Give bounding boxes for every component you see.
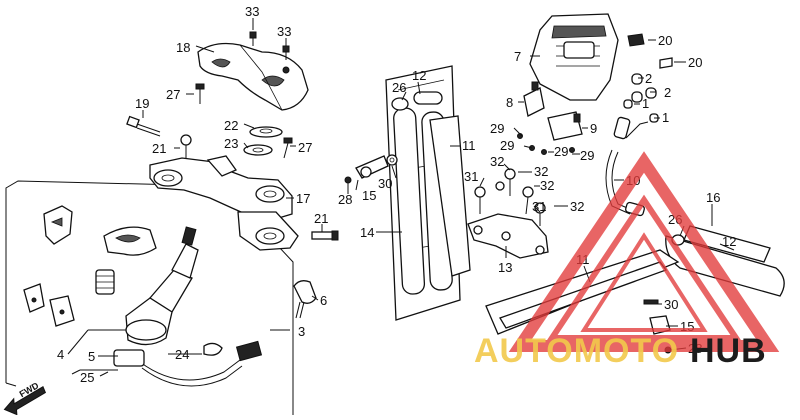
callout-2a: 2 — [645, 71, 652, 86]
callout-7: 7 — [514, 49, 521, 64]
bracket-8-part — [523, 81, 545, 117]
bolt-27b-part — [283, 137, 293, 159]
bracket-9-part — [547, 111, 583, 141]
watermark-triangle-logo — [508, 151, 780, 352]
callout-1b: 1 — [662, 110, 669, 125]
top-bridge-part — [149, 155, 299, 251]
washer-23-part — [243, 144, 273, 156]
watermark-text-hub: HUB — [690, 332, 767, 370]
callout-1a: 1 — [642, 96, 649, 111]
ignition-cover-parts — [43, 205, 157, 256]
callout-8: 8 — [506, 95, 513, 110]
leader-lines-left — [67, 18, 323, 377]
callout-29c: 29 — [554, 144, 568, 159]
callout-33b: 33 — [277, 24, 291, 39]
callout-22: 22 — [224, 118, 238, 133]
callout-30a: 30 — [378, 176, 392, 191]
callout-26a: 26 — [392, 80, 406, 95]
callout-29b: 29 — [500, 138, 514, 153]
callout-4: 4 — [57, 347, 64, 362]
leader-lines-right — [479, 39, 735, 351]
callout-18: 18 — [176, 40, 190, 55]
callout-24: 24 — [175, 347, 189, 362]
callout-19: 19 — [135, 96, 149, 111]
callout-11a: 11 — [462, 138, 476, 153]
screw-28-part — [344, 176, 352, 194]
callout-27a: 27 — [166, 87, 180, 102]
small-fittings-20-part — [627, 33, 673, 69]
watermark-text-automoto: AUTOMOTO — [474, 332, 679, 370]
callout-16: 16 — [706, 190, 720, 205]
meter-bracket-13-part — [467, 213, 549, 259]
bolt-27a-part — [195, 83, 205, 104]
ignition-key-part — [293, 280, 317, 319]
callout-15a: 15 — [362, 188, 376, 203]
callout-31a: 31 — [464, 169, 478, 184]
callout-5: 5 — [88, 349, 95, 364]
leader-lines-middle — [355, 81, 460, 233]
fwd-direction-marker: FWD — [3, 380, 47, 416]
callout-31b: 31 — [532, 199, 546, 214]
clip-15-part — [355, 155, 389, 179]
grommet-part — [95, 269, 115, 295]
ignition-switch-group — [5, 180, 294, 415]
upper-cover-part — [197, 42, 309, 111]
speedo-cable-10-part — [605, 116, 649, 217]
callout-30b: 30 — [664, 297, 678, 312]
callout-32d: 32 — [570, 199, 584, 214]
callout-3: 3 — [298, 324, 305, 339]
washer-22-part — [249, 126, 283, 138]
callout-20a: 20 — [658, 33, 672, 48]
bolt-21b-part — [311, 230, 339, 241]
frame-rail-12-part — [665, 225, 785, 297]
callout-20b: 20 — [688, 55, 702, 70]
bulbs-1-part — [623, 99, 659, 123]
screw-33a-part — [249, 31, 257, 46]
watermark: AUTOMOTO HUB — [474, 151, 780, 370]
callout-9: 9 — [590, 121, 597, 136]
meter-housing-7-part — [529, 13, 619, 101]
bolt-21a-part — [180, 134, 192, 162]
callout-32a: 32 — [490, 154, 504, 169]
callout-6: 6 — [320, 293, 327, 308]
callout-23: 23 — [224, 136, 238, 151]
callout-32b: 32 — [534, 164, 548, 179]
fitting-30b-part — [643, 299, 659, 305]
callout-21b: 21 — [314, 211, 328, 226]
callout-25: 25 — [80, 370, 94, 385]
rail-11-part — [429, 115, 471, 277]
callout-2b: 2 — [664, 85, 671, 100]
callout-29a: 29 — [490, 121, 504, 136]
callout-27b: 27 — [298, 140, 312, 155]
bulb-sockets-2-part — [631, 73, 657, 103]
callout-17: 17 — [296, 191, 310, 206]
callout-28a: 28 — [338, 192, 352, 207]
callout-32c: 32 — [540, 178, 554, 193]
callout-33a: 33 — [245, 4, 259, 19]
ignition-cylinder-part — [125, 226, 199, 346]
callout-13: 13 — [498, 260, 512, 275]
callout-21a: 21 — [152, 141, 166, 156]
bolt-19-part — [126, 115, 161, 137]
callout-29d: 29 — [580, 148, 594, 163]
callout-12b: 12 — [722, 234, 736, 249]
callout-12a: 12 — [412, 68, 426, 83]
wiring-harness-part — [113, 340, 263, 387]
bolts-31-32-part — [474, 168, 546, 226]
callout-14: 14 — [360, 225, 374, 240]
grommet-30-part — [386, 154, 398, 166]
bracket-parts — [23, 283, 75, 327]
